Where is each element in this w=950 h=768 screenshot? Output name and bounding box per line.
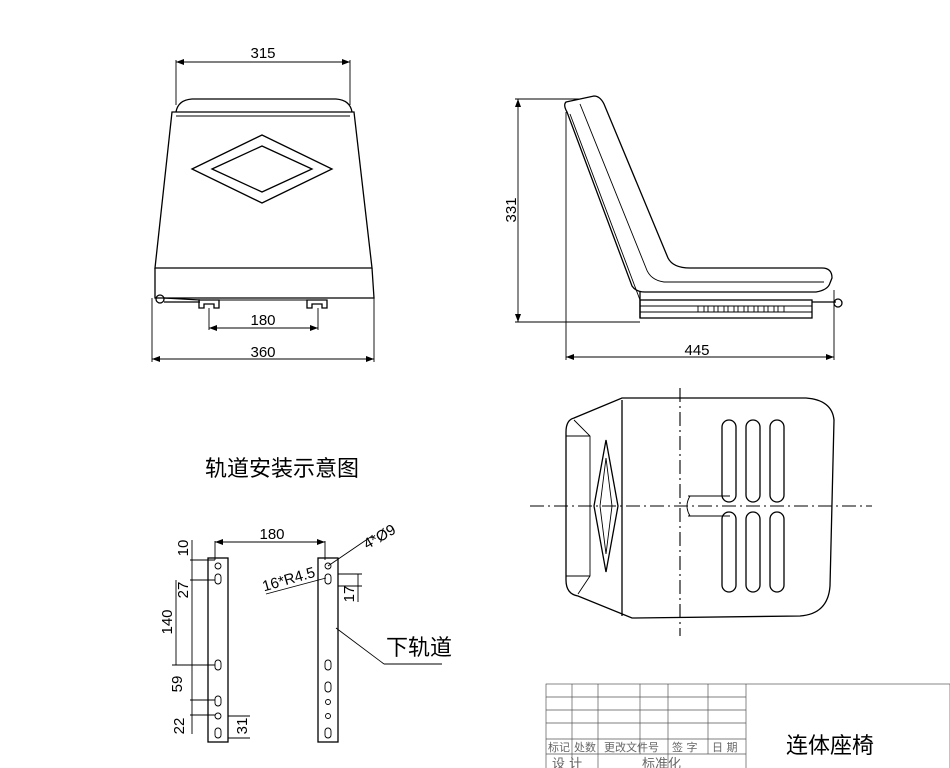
left-rail-holes <box>214 562 222 739</box>
rail-detail-title: 轨道安装示意图 <box>205 457 359 482</box>
lower-rail-label: 下轨道 <box>386 636 452 661</box>
dim-140: 140 <box>159 609 176 634</box>
tb-label-date: 日 期 <box>712 741 738 754</box>
dim-16x-r4-5: 16*R4.5 <box>260 564 317 595</box>
dim-27: 27 <box>175 582 192 599</box>
dim-315: 315 <box>250 45 275 62</box>
front-view: 315 180 360 <box>151 45 375 362</box>
dim-10: 10 <box>175 540 192 557</box>
dim-59: 59 <box>169 676 186 693</box>
tb-label-standard: 标准化 <box>642 757 681 768</box>
tb-label-change-doc: 更改文件号 <box>604 740 659 754</box>
tb-label-mark: 标记 <box>548 740 570 754</box>
part-name: 连体座椅 <box>786 734 874 759</box>
dim-22: 22 <box>171 718 188 735</box>
side-view: 331 445 <box>503 95 843 360</box>
dim-180-rail: 180 <box>259 526 284 543</box>
rail-teeth <box>697 305 785 313</box>
dim-4x-dia9: 4*Ø9 <box>361 521 399 553</box>
tb-label-design: 设 计 <box>552 757 582 768</box>
tb-label-sign: 签 字 <box>672 740 698 754</box>
rail-detail: 轨道安装示意图 180 <box>159 457 452 743</box>
dim-180-front: 180 <box>250 312 275 329</box>
dim-17: 17 <box>341 586 358 603</box>
dim-360: 360 <box>250 344 275 361</box>
dim-331: 331 <box>503 197 520 222</box>
dim-31: 31 <box>234 718 251 735</box>
top-view <box>530 388 872 636</box>
tb-label-count: 处数 <box>574 741 596 754</box>
dim-445: 445 <box>684 342 709 359</box>
right-rail-holes <box>324 562 332 739</box>
title-block: 标记 处数 更改文件号 签 字 日 期 设 计 标准化 连体座椅 <box>545 683 950 768</box>
